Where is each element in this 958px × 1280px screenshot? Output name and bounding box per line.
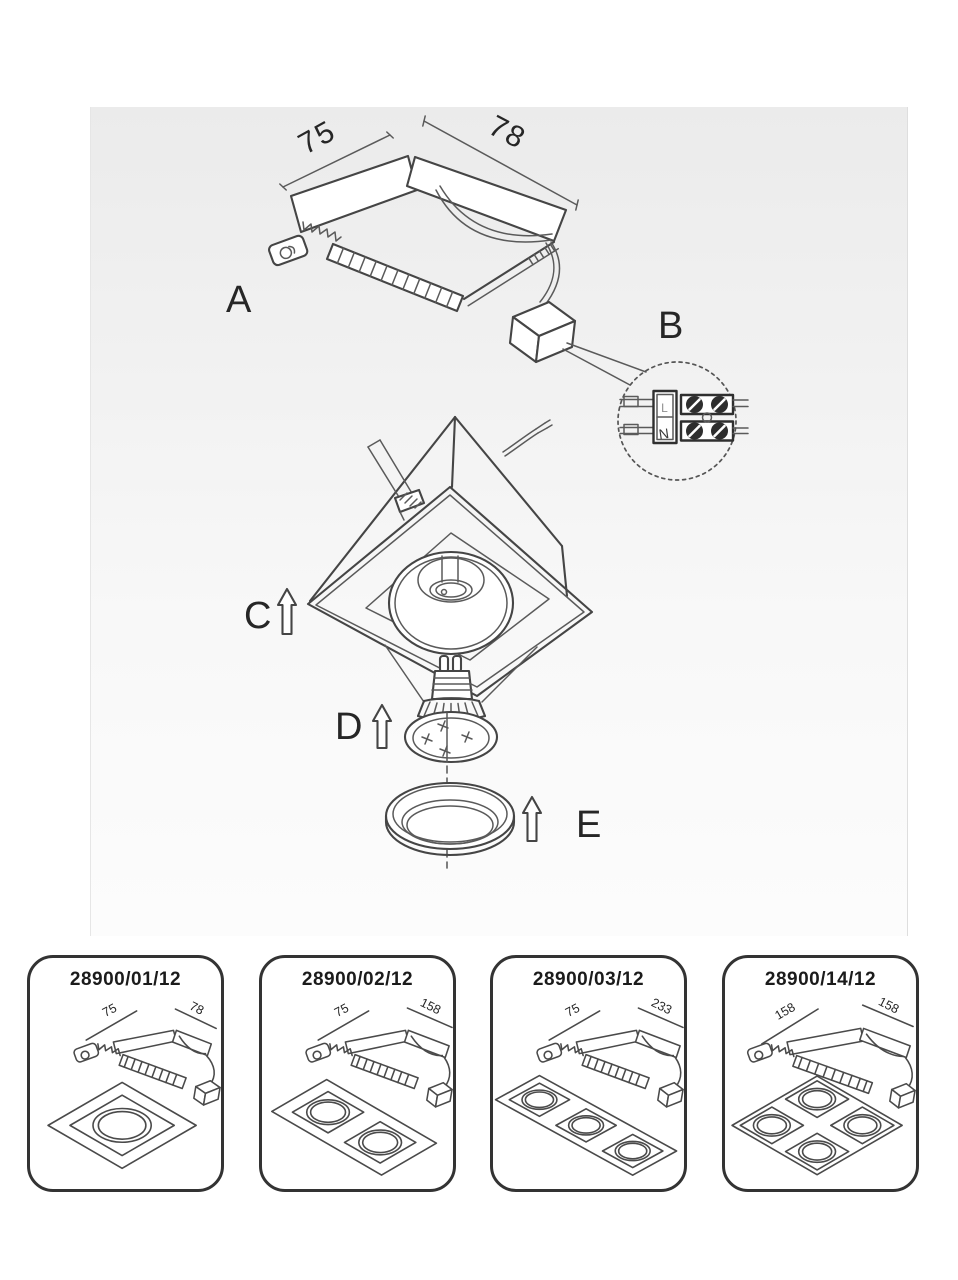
product-code: 28900/01/12 [69, 969, 182, 990]
product-card-1: 75 78 28900/01/12 [27, 955, 224, 1192]
terminal-detail: L N B [562, 305, 749, 481]
step-d-label: D [335, 706, 362, 748]
terminal-wires-right [732, 399, 749, 435]
frame-hatched-bar [325, 242, 465, 313]
lamp-face [403, 710, 499, 764]
insert-guide-line [384, 644, 425, 703]
frame-left-bar [289, 154, 419, 234]
product-4-trim [732, 1076, 902, 1175]
mounting-strap [367, 439, 426, 521]
product-3-diagram: 75 233 [493, 996, 684, 1189]
product-1-trim [48, 1082, 196, 1168]
gu10-base [430, 654, 474, 701]
product-code: 28900/03/12 [532, 969, 645, 990]
product-code: 28900/14/12 [764, 969, 877, 990]
dimension-width-label: 75 [293, 114, 342, 161]
housing-wire [502, 419, 553, 457]
product-1-dim-left: 75 [100, 1001, 119, 1020]
terminal-ln-block [652, 389, 678, 445]
step-e-label: E [576, 804, 601, 846]
arrow-up-e [521, 795, 543, 843]
product-2-dim-left: 75 [332, 1001, 351, 1020]
step-c-label: C [244, 595, 271, 637]
arrow-up-d [371, 703, 393, 750]
terminal-screws [679, 393, 735, 442]
leader-line [566, 342, 647, 373]
detail-balloon [617, 361, 737, 481]
terminal-wires-left [619, 395, 654, 436]
lamp-drawing: D [335, 644, 538, 869]
product-1-dim-right: 78 [187, 999, 206, 1018]
product-4-diagram: 158 158 [725, 994, 916, 1189]
insert-guide-line [481, 646, 538, 703]
terminal-live-marking: L [661, 401, 668, 415]
product-3-dim-left: 75 [563, 1001, 582, 1020]
frame-bottom-edge [462, 240, 559, 307]
product-1-diagram: 75 78 [30, 999, 221, 1189]
spring-clip [268, 234, 309, 267]
housing-drawing: C [244, 415, 594, 698]
gimbal-ring [387, 550, 515, 656]
product-2-diagram: 75 158 [262, 996, 453, 1189]
leader-line [562, 348, 631, 386]
terminal-neutral-marking: N [658, 425, 670, 442]
dimension-lines [279, 115, 579, 211]
step-a-label: A [226, 279, 252, 321]
step-b-label: B [658, 305, 683, 347]
product-card-4: 158 158 [722, 955, 919, 1192]
supply-wire [544, 241, 561, 306]
product-3-trim [496, 1076, 677, 1176]
product-card-3: 75 233 [490, 955, 687, 1192]
product-2-trim [272, 1080, 437, 1175]
product-code: 28900/02/12 [301, 969, 414, 990]
product-4-dim-left: 158 [772, 1000, 797, 1023]
mounting-frame-drawing: 75 78 [226, 109, 579, 364]
frame-bow-wire [435, 189, 552, 243]
connector-box [508, 300, 577, 364]
product-card-2: 75 158 28900 [259, 955, 456, 1192]
spring-coil [302, 221, 342, 242]
dimension-depth-label: 78 [483, 109, 531, 156]
trim-ring-drawing: E [384, 781, 601, 857]
arrow-up-c [276, 587, 298, 636]
